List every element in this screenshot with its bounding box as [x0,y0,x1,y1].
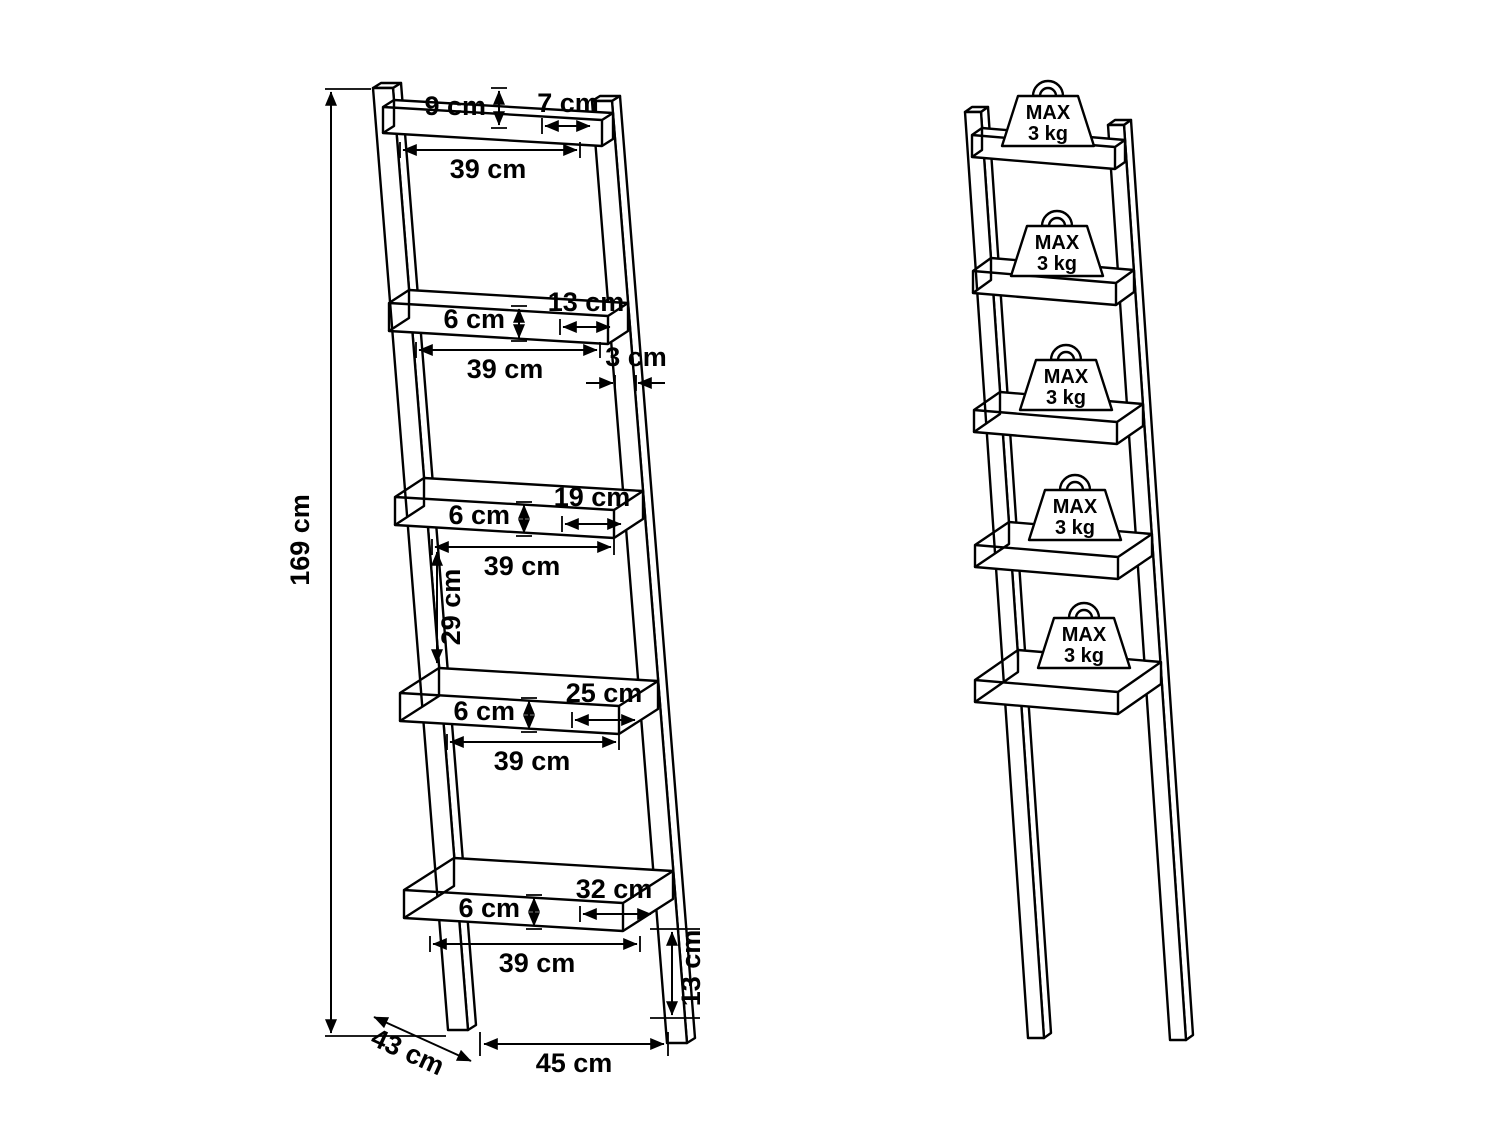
dimension-label: 39 cm [484,551,561,581]
dim-shelf-width-2: 39 cm [415,342,601,384]
shelf-tray-edges [972,391,1144,444]
dim-shelf3-depth: 19 cm [554,482,631,532]
weight-body [1009,224,1105,278]
dim-shelf-spacing: 29 cm [431,551,466,664]
extension-line [614,375,637,391]
shelf-tray-edges [402,856,674,931]
load-capacity-view: MAX 3 kg MAX 3 kg MAX 3 kg MAX 3 kg MAX … [963,79,1195,1042]
dimensioned-view: 169 cm 9 cm 7 cm 39 cm [285,81,706,1081]
dimension-label: 9 cm [424,91,486,121]
weight-max-text: MAX [1053,496,1098,518]
dim-shelf4-depth: 25 cm [566,678,643,728]
extension-line [415,342,601,358]
dimension-label: 13 cm [676,930,706,1007]
extension-line [399,142,581,158]
weight-handle [1067,601,1101,620]
dimension-label: 39 cm [450,154,527,184]
extension-line [511,305,527,342]
max-load-weight-4: MAX 3 kg [1027,473,1123,542]
weight-max-text: MAX [1026,102,1071,124]
weight-max-text: MAX [1062,624,1107,646]
max-load-weight-1: MAX 3 kg [1000,79,1096,148]
weight-body [1000,94,1096,148]
dimension-label: 39 cm [467,354,544,384]
dimension-label: 6 cm [458,893,520,923]
weight-max-text: MAX [1044,366,1089,388]
dim-lip-height-3: 6 cm [448,500,532,537]
dimension-label: 29 cm [436,569,466,646]
max-load-weight-2: MAX 3 kg [1009,209,1105,278]
dim-top-lip-height: 9 cm [424,87,507,129]
max-load-weight-3: MAX 3 kg [1018,343,1114,412]
extension-line [479,1032,669,1056]
weight-kg-text: 3 kg [1046,387,1086,409]
shelf-tray-edges [973,649,1162,714]
extension-line [491,87,507,129]
dimension-arrow [373,1016,472,1062]
weight-body [1027,488,1123,542]
extension-line [526,894,542,930]
dimension-label: 3 cm [605,342,667,372]
dim-lip-height-4: 6 cm [453,696,537,733]
dim-shelf5-depth: 32 cm [576,874,653,922]
left-rail [963,105,1053,1040]
right-rail [1106,118,1195,1042]
dimension-label: 25 cm [566,678,643,708]
shelf-tray-edges [381,98,614,146]
dimension-annotations: 169 cm 9 cm 7 cm 39 cm [285,87,706,1081]
rail-front-face [1106,123,1188,1042]
rail-front-face [963,110,1046,1040]
extension-line [521,697,537,733]
weight-handle [1040,209,1074,228]
weight-max-text: MAX [1035,232,1080,254]
shelf-tray-edges [387,288,629,344]
dim-base-width: 45 cm [479,1032,669,1078]
dimension-label: 19 cm [554,482,631,512]
dimension-label: 13 cm [548,287,625,317]
dimension-label: 43 cm [367,1022,449,1081]
dim-shelf-width-1: 39 cm [399,142,581,184]
weight-handle [1058,473,1092,492]
dim-shelf2-depth: 13 cm [548,287,625,335]
weight-body [1018,358,1114,412]
dim-lip-height-2: 6 cm [443,304,527,342]
extension-line [429,936,641,952]
dimension-label: 45 cm [536,1048,613,1078]
weight-kg-text: 3 kg [1028,123,1068,145]
weight-kg-text: 3 kg [1037,253,1077,275]
dim-frame-thickness: 3 cm [586,342,667,391]
dim-bottom-clearance: 13 cm [650,928,706,1019]
max-load-weight-5: MAX 3 kg [1036,601,1132,670]
dimension-label: 32 cm [576,874,653,904]
dimension-label: 6 cm [443,304,505,334]
dimension-label: 6 cm [453,696,515,726]
rail-side-face [1122,118,1195,1042]
dim-lip-height-5: 6 cm [458,893,542,930]
dim-top-shelf-depth: 7 cm [537,88,599,134]
dim-shelf-width-4: 39 cm [446,734,620,776]
weight-body [1036,616,1132,670]
extension-line [650,928,700,1019]
weight-kg-text: 3 kg [1055,517,1095,539]
extension-line [516,501,532,537]
shelf-tray-edges [973,521,1153,579]
dimension-label: 6 cm [448,500,510,530]
dim-shelf-width-5: 39 cm [429,936,641,978]
weight-handle [1031,79,1065,98]
extension-line [446,734,620,750]
weight-kg-text: 3 kg [1064,645,1104,667]
dimension-label: 39 cm [499,948,576,978]
weight-handle [1049,343,1083,362]
dimension-label: 169 cm [285,494,315,586]
dim-overall-height: 169 cm [285,88,446,1037]
dimension-label: 7 cm [537,88,599,118]
dimension-label: 39 cm [494,746,571,776]
